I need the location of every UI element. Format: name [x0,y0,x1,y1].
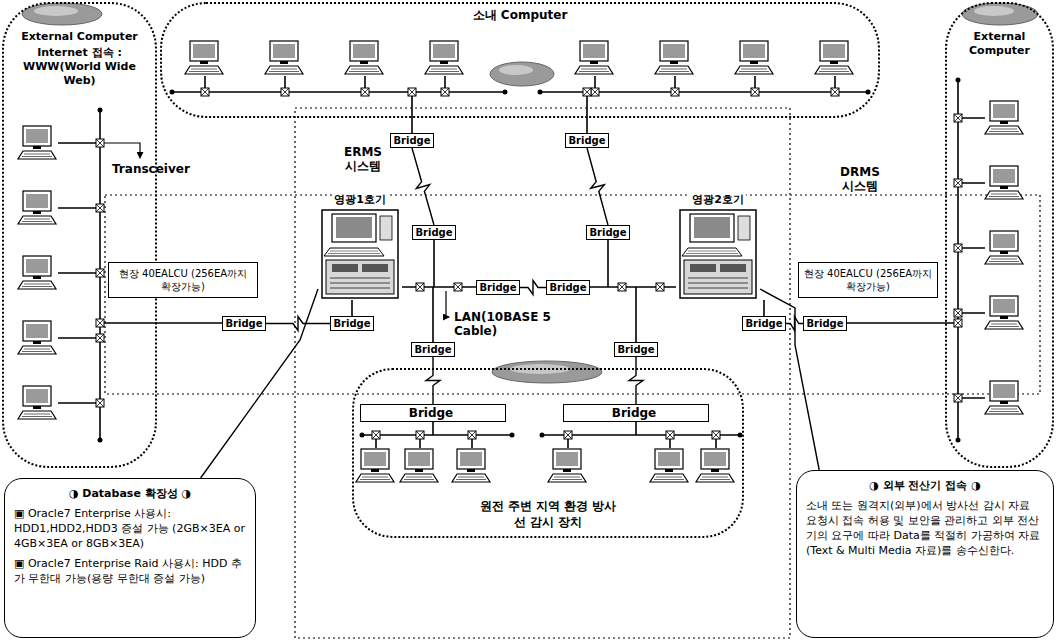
lcu-box: 현장 40EALCU (256EA까지 확장가능) [108,262,258,298]
node-text: Bridge [547,281,589,294]
node-text: 영광1호기 [332,192,388,207]
node-text: Internet 접속 : WWW(World Wide Web) [10,46,149,88]
node-text: Bridge [223,317,265,330]
bridge-box: Bridge [563,404,709,422]
external-computer-region: External ComputerInternet 접속 : WWW(World… [2,2,157,468]
node-text: ◑ Database 확장성 ◑ [14,486,246,501]
node-text: Bridge [391,134,433,147]
bridge-link [266,317,330,331]
monitoring-region: 원전 주변 지역 환경 방사선 감시 장치 Bridge Bridge [352,368,744,538]
bridge-link [520,281,546,295]
bridge-link [629,357,643,404]
node-text: Bridge [615,343,657,356]
text-label: Transceiver [112,162,202,176]
leader-line [201,289,318,478]
callout-box: ◑ 외부 전산기 접속 ◑ 소내 또는 원격지(외부)에서 방사선 감시 자료 요… [796,470,1054,638]
node-text: ▣ Oracle7 Enterprise Raid 사용시: HDD 추가 무한… [14,556,246,586]
node-text: 영광2호기 [690,192,746,207]
bridge-box: Bridge [546,280,590,295]
bridge-link [426,357,440,404]
node-text: Bridge [413,226,455,239]
bridge-box: Bridge [803,316,847,331]
node-text: Bridge [331,317,373,330]
bridge-link [587,148,608,225]
bridge-box: Bridge [411,342,455,357]
node-text: 현장 40EALCU (256EA까지 확장가능) [803,267,933,293]
bridge-box: Bridge [742,316,786,331]
node-text: External Computer [10,30,149,44]
node-text: Bridge [477,281,519,294]
node-text: Bridge [743,317,785,330]
text-label: DRMS 시스템 [835,165,885,193]
node-text: 소내 또는 원격지(외부)에서 방사선 감시 자료 요청시 접속 허용 및 보안… [806,498,1044,558]
node-text: ◑ 외부 전산기 접속 ◑ [806,478,1044,493]
bridge-box: Bridge [390,133,434,148]
node-text: Bridge [412,343,454,356]
node-text: Bridge [587,226,629,239]
external-computer-region: External Computer [945,2,1054,468]
node-text: External Computer [953,30,1046,58]
server-unit: 영광2호기 [676,190,760,300]
node-text: Bridge [361,405,501,421]
node-text: Bridge [566,134,608,147]
node-text: Bridge [804,317,846,330]
text-label: ERMS 시스템 [338,145,388,173]
node-text: 소내 Computer [162,7,878,24]
bridge-box: Bridge [614,342,658,357]
text-label: LAN(10BASE 5 Cable) [454,310,594,338]
bridge-box: Bridge [330,316,374,331]
node-text: 현장 40EALCU (256EA까지 확장가능) [113,267,253,293]
site-computer-region: 소내 Computer [160,2,880,118]
node-text: 원전 주변 지역 환경 방사선 감시 장치 [478,498,618,530]
bridge-box: Bridge [222,316,266,331]
bridge-box: Bridge [412,225,456,240]
node-text: Bridge [564,405,704,421]
server-unit: 영광1호기 [318,190,402,300]
node-text: ▣ Oracle7 Enterprise 사용시: HDD1,HDD2,HDD3… [14,506,246,551]
lcu-box: 현장 40EALCU (256EA까지 확장가능) [798,262,938,298]
bridge-box: Bridge [360,404,506,422]
bridge-link [412,148,434,225]
bridge-box: Bridge [565,133,609,148]
bridge-box: Bridge [586,225,630,240]
callout-box: ◑ Database 확장성 ◑ ▣ Oracle7 Enterprise 사용시… [4,478,256,638]
bridge-box: Bridge [476,280,520,295]
